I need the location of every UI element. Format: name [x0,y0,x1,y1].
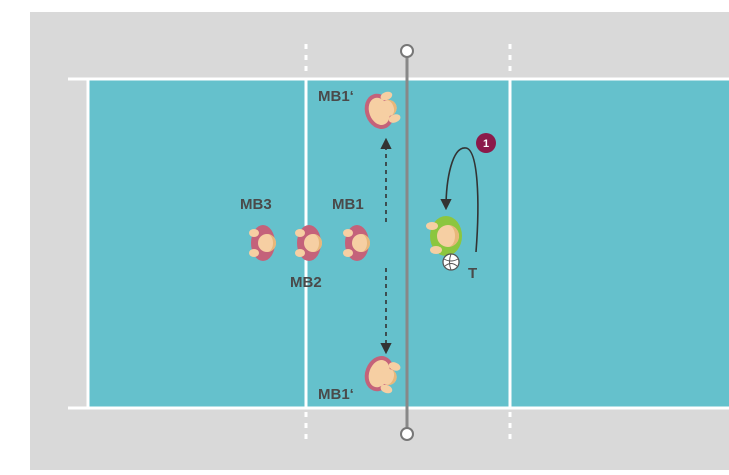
setter-path-arrow [440,147,479,253]
net [400,44,414,441]
net-post-bottom [400,427,414,441]
player-setter [426,216,462,256]
player-mb1 [343,225,370,261]
player-mb1-label: MB1 [332,196,364,213]
player-mb1-alt-bottom [364,356,401,394]
player-mb3 [249,225,276,261]
attack-line-extensions [304,44,512,444]
step-marker-number: 1 [483,138,489,150]
player-mb2 [295,225,322,261]
volleyball-ball-icon [442,253,460,271]
player-mb2-label: MB2 [290,274,322,291]
player-mb3-label: MB3 [240,196,272,213]
net-post-top [400,44,414,58]
player-mb1-alt-top-label: MB1‘ [318,88,354,105]
step-marker: 1 [476,133,496,153]
player-setter-label: T [468,265,477,282]
court-lines [68,77,729,410]
player-mb1-alt-top [364,91,401,129]
player-mb1-alt-bottom-label: MB1‘ [318,386,354,403]
